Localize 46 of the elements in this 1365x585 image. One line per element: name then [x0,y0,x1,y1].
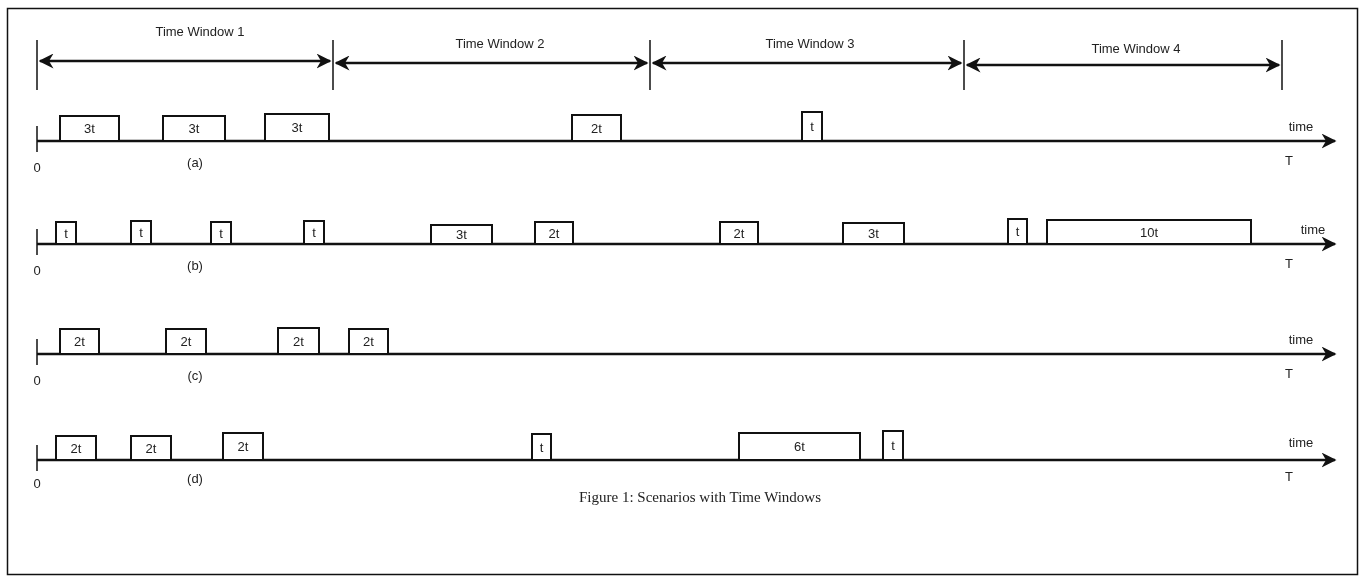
axis-end-label: T [1285,366,1293,380]
task-block: t [210,221,232,243]
task-block: t [882,430,904,459]
axis-end-label: T [1285,469,1293,483]
task-block: 2t [130,435,172,459]
task-block: t [303,220,325,243]
time-axis-label: time [1288,435,1314,449]
figure-caption: Figure 1: Scenarios with Time Windows [579,488,821,506]
task-block: 2t [719,221,759,243]
origin-label: 0 [33,373,41,387]
task-block: 3t [264,113,330,140]
scenario-label: (b) [187,258,203,272]
task-block: 2t [222,432,264,459]
window-label: Time Window 4 [1091,41,1181,55]
task-block: t [531,433,552,459]
origin-label: 0 [33,263,41,277]
task-block: t [55,221,77,243]
task-block: 2t [571,114,622,140]
time-axis-label: time [1300,222,1326,236]
task-block: 3t [842,222,905,243]
time-axis-label: time [1288,332,1314,346]
task-block: 10t [1046,219,1252,243]
axis-end-label: T [1285,153,1293,167]
scenario-label: (a) [187,155,203,169]
task-block: t [130,220,152,243]
task-block: 2t [348,328,389,353]
task-block: 2t [277,327,320,353]
time-axis-label: time [1288,119,1314,133]
task-block: 3t [59,115,120,140]
task-block: 2t [534,221,574,243]
task-block: 2t [165,328,207,353]
window-label: Time Window 2 [455,36,545,50]
scenario-label: (c) [187,368,203,382]
task-block: 6t [738,432,861,459]
window-label: Time Window 3 [765,36,855,50]
task-block: 3t [162,115,226,140]
origin-label: 0 [33,476,41,490]
task-block: 3t [430,224,493,243]
task-block: 2t [55,435,97,459]
axis-end-label: T [1285,256,1293,270]
window-label: Time Window 1 [155,24,245,38]
task-block: 2t [59,328,100,353]
task-block: t [801,111,823,140]
origin-label: 0 [33,160,41,174]
task-block: t [1007,218,1028,243]
scenario-label: (d) [187,471,203,485]
